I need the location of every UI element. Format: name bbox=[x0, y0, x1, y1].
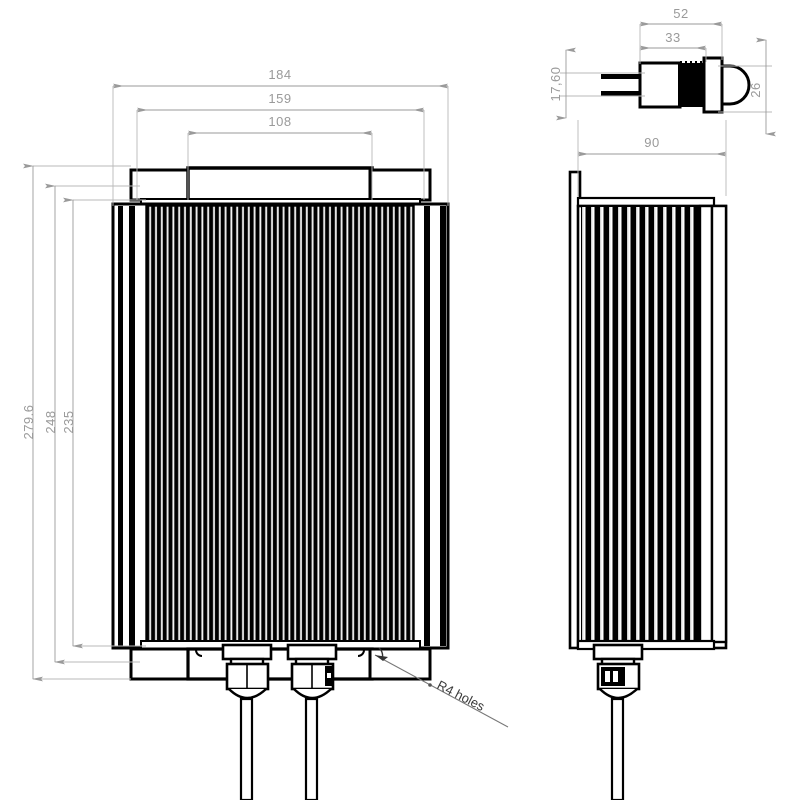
dim-90-label: 90 bbox=[644, 135, 659, 150]
indicator-lens bbox=[720, 64, 751, 106]
dim-248-label: 248 bbox=[43, 410, 58, 433]
side-heatsink-fins bbox=[581, 207, 700, 641]
indicator-lead-top bbox=[601, 74, 641, 79]
indicator-thread bbox=[678, 63, 706, 107]
indicator-thread-ticks bbox=[680, 61, 702, 64]
front-vertical-dimensions: 279.6 248 235 bbox=[21, 163, 146, 682]
dim-26-label: 26 bbox=[748, 82, 763, 97]
side-bottom-strip bbox=[576, 639, 716, 651]
dim-235-label: 235 bbox=[61, 410, 76, 433]
dim-33: 33 bbox=[640, 30, 706, 51]
dim-235: 235 bbox=[61, 197, 83, 649]
dim-159: 159 bbox=[137, 91, 424, 113]
dim-279-6-label: 279.6 bbox=[21, 404, 36, 439]
front-left-rails bbox=[118, 206, 135, 646]
dim-279-6: 279.6 bbox=[21, 163, 43, 682]
cable-gland-right bbox=[286, 643, 338, 800]
front-top-bracket bbox=[129, 166, 432, 209]
side-cable-gland bbox=[592, 643, 644, 800]
dim-108-label: 108 bbox=[268, 114, 291, 129]
front-view bbox=[111, 166, 450, 800]
dim-90: 90 bbox=[577, 120, 727, 196]
front-heatsink-fins bbox=[146, 206, 414, 646]
dim-184-label: 184 bbox=[268, 67, 291, 82]
indicator-dimensions: 52 33 17,60 26 bbox=[548, 6, 776, 137]
dim-184: 184 bbox=[113, 67, 448, 89]
dim-17-60: 17,60 bbox=[548, 47, 576, 121]
dim-26: 26 bbox=[748, 37, 776, 137]
dim-159-label: 159 bbox=[268, 91, 291, 106]
front-horizontal-dimensions: 184 159 108 bbox=[112, 67, 449, 206]
side-view bbox=[568, 170, 728, 800]
cable-gland-left bbox=[221, 643, 273, 800]
front-right-rails bbox=[424, 206, 446, 646]
indicator-lead-bottom bbox=[601, 91, 641, 96]
front-bottom-brackets bbox=[129, 647, 432, 681]
dim-108: 108 bbox=[188, 114, 372, 136]
indicator-lamp-detail bbox=[601, 56, 751, 114]
dim-52: 52 bbox=[640, 6, 722, 27]
dim-17-60-label: 17,60 bbox=[548, 66, 563, 101]
dim-33-label: 33 bbox=[665, 30, 680, 45]
dim-248: 248 bbox=[43, 183, 65, 665]
dim-52-label: 52 bbox=[673, 6, 688, 21]
indicator-barrel bbox=[638, 61, 682, 109]
